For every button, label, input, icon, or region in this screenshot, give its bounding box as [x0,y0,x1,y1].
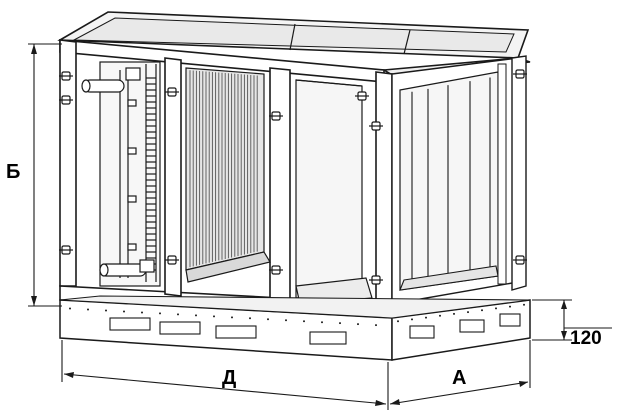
base-cutout [459,319,485,333]
base-cutout [499,313,521,327]
dimension-lines [28,43,612,410]
side-panel [391,55,527,305]
door-latches [59,69,527,285]
section-filter [185,67,271,283]
bolt-hole [481,309,483,312]
bolt-hole [375,324,377,327]
base-cutout [215,325,257,339]
width-dimension-line [389,381,529,405]
bolt-hole [249,317,251,320]
length-dimension-line [63,373,387,405]
height-label: Б [6,161,20,183]
comb-clip [127,243,137,251]
latch-icon [369,121,383,131]
bolt-hole [69,307,71,310]
bolt-hole [523,303,525,306]
base-frame [59,295,531,361]
base-cutouts [109,313,521,345]
comb-clip [127,147,137,155]
bolt-hole [177,313,179,316]
latch-icon [59,245,73,255]
bolt-hole [303,320,305,323]
bolt-hole [105,309,107,312]
bolt-hole [411,318,413,321]
bolt-hole [495,307,497,310]
bolt-hole [195,314,197,317]
bolt-hole [439,314,441,317]
section-empty-chamber [295,79,373,305]
latch-icon [59,95,73,105]
filter-fins [189,70,258,268]
base-cutout [309,331,347,345]
comb-clip [127,99,137,107]
bolt-hole [453,312,455,315]
base-bolt-holes [69,303,525,327]
latch-icon [355,91,369,101]
latch-icon [269,111,283,121]
front-face-frame [59,39,393,317]
bolt-hole [231,316,233,319]
heater-fins [127,77,156,271]
latch-icon [269,265,283,275]
comb-clip [127,195,137,203]
latch-icon [165,87,179,97]
base-height-label: 120 [570,328,602,349]
bolt-hole [357,323,359,326]
base-cutout [109,317,151,331]
upper-pipe [81,79,125,93]
lower-pipe [99,263,147,277]
bolt-hole [339,322,341,325]
base-cutout [409,325,435,339]
latch-icon [59,71,73,81]
bolt-hole [321,321,323,324]
bolt-hole [467,311,469,314]
bolt-hole [213,315,215,318]
side-louvres [399,77,499,291]
section-inlet-heater [81,61,161,287]
latch-icon [513,69,527,79]
bolt-hole [509,305,511,308]
base-cutout [159,321,201,335]
bolt-hole [159,312,161,315]
bolt-hole [123,310,125,313]
latch-icon [513,255,527,265]
bolt-hole [285,319,287,322]
bolt-hole [141,311,143,314]
bolt-hole [425,316,427,319]
bolt-hole [87,308,89,311]
latch-icon [369,275,383,285]
bolt-hole [267,318,269,321]
bolt-hole [397,320,399,323]
latch-icon [165,255,179,265]
width-label: А [452,367,466,389]
length-label: Д [222,367,236,389]
